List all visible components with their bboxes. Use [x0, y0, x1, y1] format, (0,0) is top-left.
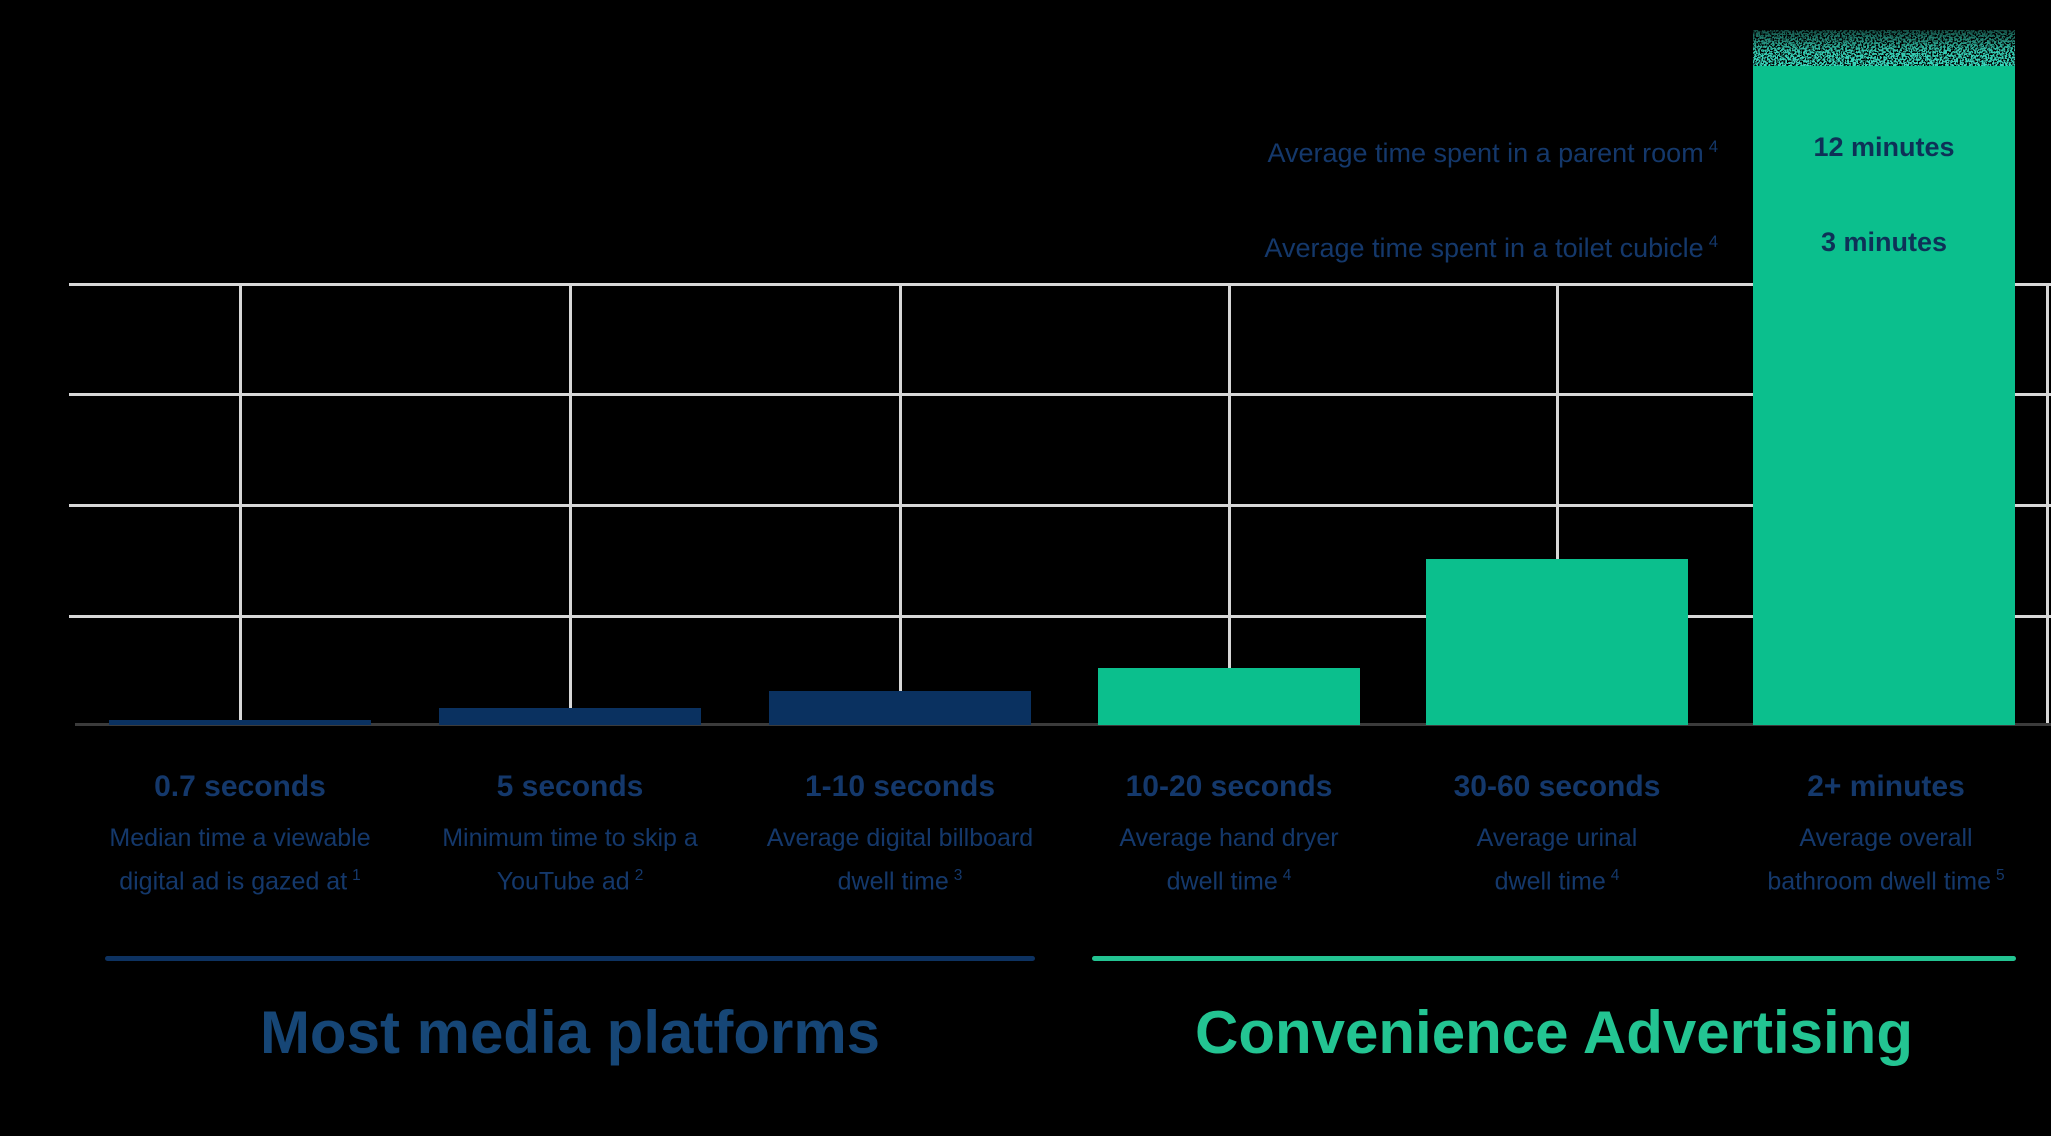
category-value: 10-20 seconds	[1125, 770, 1333, 803]
category-value: 30-60 seconds	[1453, 770, 1661, 803]
footnote-marker: 3	[953, 867, 963, 884]
category-digital-ad: 0.7 seconds Median time a viewable digit…	[70, 768, 410, 900]
footnote-marker: 1	[352, 867, 361, 884]
group-title-convenience-advertising: Convenience Advertising	[1195, 999, 1913, 1066]
vertical-gridline	[899, 283, 902, 725]
bar-hand-dryer	[1098, 668, 1360, 725]
description-line1: Average hand dryer	[1119, 824, 1339, 852]
bar-digital-billboard	[769, 691, 1031, 725]
description-line2: bathroom dwell time	[1767, 867, 1992, 896]
horizontal-gridline	[69, 615, 2051, 618]
description-line1: Minimum time to skip a	[442, 824, 698, 852]
annotation-parent-room-text: Average time spent in a parent room	[1267, 138, 1704, 168]
description-line2: dwell time	[1494, 867, 1606, 896]
vertical-gridline	[1556, 283, 1559, 725]
description-line1: Average digital billboard	[766, 824, 1034, 852]
bar-bathroom-overall-body	[1753, 66, 2015, 725]
vertical-gridline	[569, 283, 572, 725]
vertical-gridline	[239, 283, 242, 725]
description-line1: Average urinal	[1476, 824, 1638, 852]
x-axis-baseline	[75, 723, 2051, 726]
description-line1: Average overall	[1799, 824, 1973, 852]
footnote-marker: 2	[634, 867, 644, 884]
bar-urinal	[1426, 559, 1688, 725]
category-bathroom-overall: 2+ minutes Average overall bathroom dwel…	[1716, 768, 2051, 900]
footnote-marker: 5	[1996, 867, 2005, 884]
category-value: 0.7 seconds	[154, 770, 326, 803]
footnote-marker: 4	[1708, 232, 1718, 251]
group-title-media-platforms: Most media platforms	[259, 999, 881, 1066]
bar-digital-ad	[109, 720, 371, 725]
horizontal-gridline	[69, 393, 2051, 396]
description-line2: digital ad is gazed at	[119, 867, 348, 896]
category-value: 2+ minutes	[1807, 770, 1965, 803]
vertical-gridline-right-edge	[2046, 283, 2049, 725]
horizontal-gridline	[69, 283, 2051, 286]
footnote-marker: 4	[1610, 867, 1620, 884]
category-youtube-ad: 5 seconds Minimum time to skip a YouTube…	[400, 768, 740, 900]
annotation-toilet-cubicle-text: Average time spent in a toilet cubicle	[1264, 233, 1704, 263]
description-line2: dwell time	[1166, 867, 1278, 896]
footnote-marker: 4	[1282, 867, 1292, 884]
description-line1: Median time a viewable	[109, 824, 371, 852]
description-line2: YouTube ad	[496, 867, 630, 896]
footnote-marker: 4	[1708, 137, 1718, 156]
category-description: Median time a viewable digital ad is gaz…	[70, 820, 410, 900]
annotation-parent-room-value: 12 minutes	[1813, 132, 1955, 162]
bar-dissolve-top-edge	[1753, 30, 2015, 70]
category-hand-dryer: 10-20 seconds Average hand dryer dwell t…	[1059, 768, 1399, 900]
category-value: 1-10 seconds	[804, 770, 996, 803]
annotation-toilet-cubicle-value: 3 minutes	[1820, 227, 1948, 257]
description-line2: dwell time	[837, 867, 949, 896]
vertical-gridline	[1228, 283, 1231, 725]
category-digital-billboard: 1-10 seconds Average digital billboard d…	[730, 768, 1070, 900]
category-value: 5 seconds	[496, 770, 644, 803]
horizontal-gridline	[69, 504, 2051, 507]
bar-bathroom-overall	[1753, 30, 2015, 725]
group-divider-convenience-advertising	[1092, 956, 2016, 961]
group-divider-media-platforms	[105, 956, 1035, 961]
bar-youtube-ad	[439, 708, 701, 725]
